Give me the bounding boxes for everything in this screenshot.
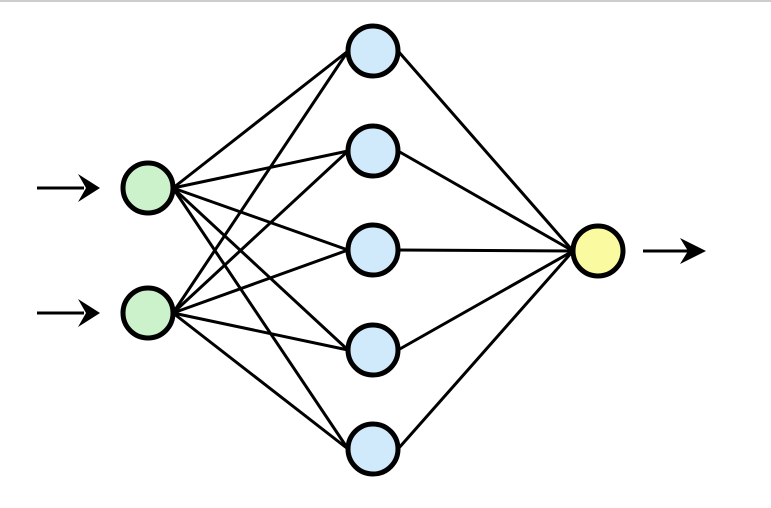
input-2-node (120, 285, 176, 341)
edge-input-1-to-hidden-1 (172, 49, 349, 190)
edge-input-2-to-hidden-1 (171, 50, 350, 314)
hidden-1-node (345, 23, 401, 79)
hidden-5-node (345, 421, 401, 477)
output-arrow (643, 238, 706, 264)
edge-hidden-4-to-output-1 (397, 249, 574, 352)
edge-input-1-to-hidden-5 (171, 187, 350, 450)
input-arrow-1 (37, 174, 100, 202)
input-1-node (120, 160, 176, 216)
hidden-3-node (345, 222, 401, 278)
output-1-node (570, 223, 626, 279)
edge-input-2-to-hidden-5 (172, 311, 349, 451)
edge-hidden-2-to-output-1 (397, 149, 574, 253)
edge-input-2-to-hidden-2 (171, 149, 350, 315)
edge-hidden-5-to-output-1 (396, 250, 575, 450)
edge-input-1-to-hidden-3 (172, 186, 349, 252)
edge-input-2-to-hidden-4 (172, 311, 349, 352)
hidden-4-node (345, 322, 401, 378)
input-arrow-2-head-icon (78, 299, 100, 327)
window-top-border (0, 0, 771, 2)
input-arrow-1-head-icon (78, 174, 100, 202)
output-arrow-head-icon (680, 238, 706, 264)
edge-input-1-to-hidden-2 (172, 149, 349, 190)
hidden-2-node (345, 123, 401, 179)
edge-hidden-1-to-output-1 (396, 50, 575, 252)
edge-input-2-to-hidden-3 (172, 248, 349, 315)
edge-hidden-3-to-output-1 (397, 248, 574, 253)
input-arrow-2 (37, 299, 100, 327)
edge-input-1-to-hidden-4 (171, 186, 350, 352)
